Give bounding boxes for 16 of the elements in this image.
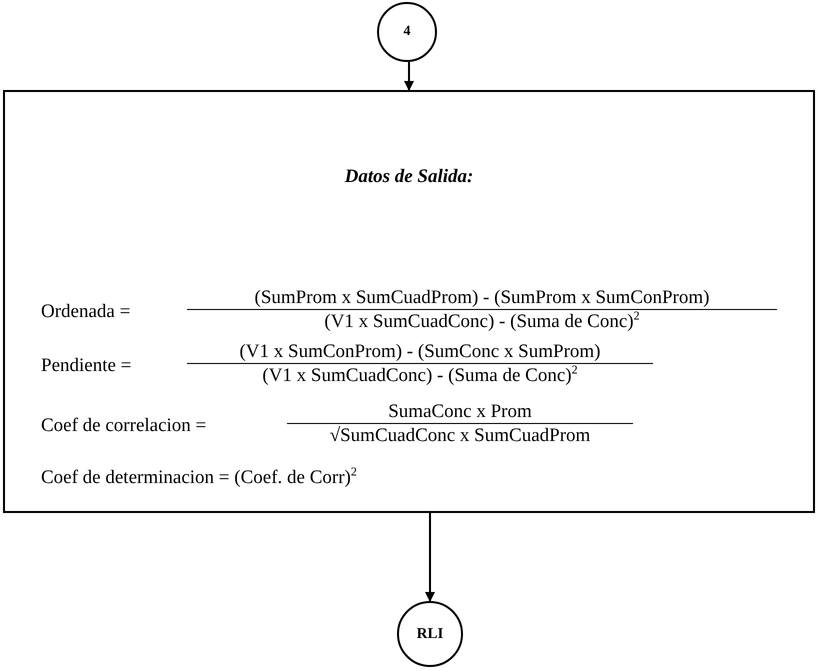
denominator: (V1 x SumCuadConc) - (Suma de Conc)$^{2}$ [187,309,777,331]
arrow [425,513,435,602]
numerator: SumaConc x Prom [388,402,532,421]
box-heading: Datos de Salida: [344,167,474,186]
arrow [404,62,414,91]
formula: Coef de determinacion = (Coef. de Corr)$^{2}$ [41,468,357,487]
connector-label: RLI [416,626,444,642]
formula-label: Ordenada = [41,302,130,321]
formula-label: Pendiente = [41,356,132,375]
denominator: (V1 x SumCuadConc) - (Suma de Conc)$^{2}$ [187,363,653,385]
connector-label: 4 [404,25,410,39]
numerator: (V1 x SumConProm) - (SumConc x SumProm) [239,342,601,361]
process-box [3,90,815,513]
formula-label: Coef de correlacion = [41,416,206,435]
denominator: √SumCuadConc x SumCuadProm [287,423,633,445]
numerator: (SumProm x SumCuadProm) - (SumProm x SumConProm) [254,288,710,307]
